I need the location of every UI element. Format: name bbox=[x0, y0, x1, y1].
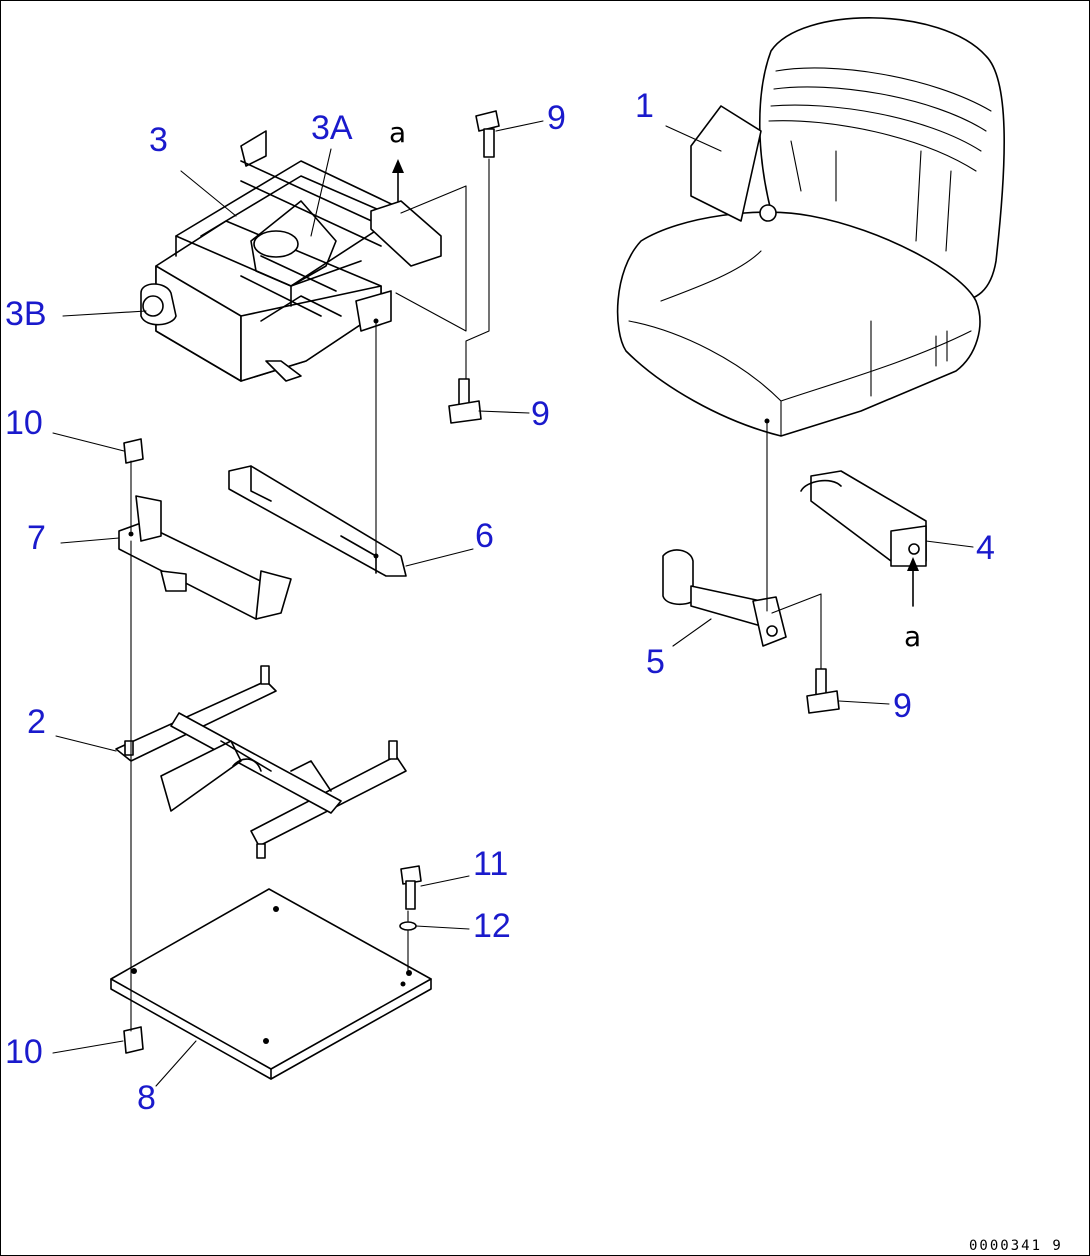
reference-letter-right: a bbox=[904, 620, 922, 653]
callout-bracket-7: 7 bbox=[27, 519, 46, 557]
callout-bolt-9-right: 9 bbox=[893, 687, 912, 725]
callout-bolt-11: 11 bbox=[473, 845, 509, 883]
callout-seat: 1 bbox=[635, 87, 654, 125]
callout-suspension-3a: 3A bbox=[311, 109, 353, 147]
bolt-9-mid-part bbox=[448, 378, 482, 424]
mounting-plate-8-part bbox=[110, 888, 432, 1080]
callout-suspension: 3 bbox=[149, 121, 168, 159]
assembly-lines bbox=[130, 158, 822, 1032]
bracket-5-part bbox=[662, 549, 787, 647]
bracket-7-part bbox=[118, 495, 292, 620]
slide-rail-2-part bbox=[115, 665, 407, 859]
reference-letter-top: a bbox=[389, 116, 407, 149]
bolt-11-part bbox=[400, 865, 422, 910]
callout-washer-12: 12 bbox=[473, 907, 511, 945]
callout-bolt-9-top: 9 bbox=[547, 99, 566, 137]
drawing-code: 0000341 9 bbox=[969, 1238, 1063, 1254]
bolt-9-right-part bbox=[806, 668, 840, 714]
callout-bracket-6: 6 bbox=[475, 517, 494, 555]
callout-suspension-3b: 3B bbox=[5, 295, 47, 333]
washer-12-part bbox=[399, 921, 417, 931]
callout-bracket-4: 4 bbox=[976, 529, 995, 567]
callout-bracket-5: 5 bbox=[646, 643, 665, 681]
callout-nut-10-bottom: 10 bbox=[5, 1033, 43, 1071]
bolt-9-top-part bbox=[475, 110, 500, 158]
callout-slide-rail: 2 bbox=[27, 703, 46, 741]
callout-bolt-9-mid: 9 bbox=[531, 395, 550, 433]
leader-lines bbox=[52, 120, 974, 1087]
nut-10-top-part bbox=[123, 438, 144, 464]
reference-arrow-right bbox=[907, 557, 919, 607]
suspension-part bbox=[140, 130, 442, 382]
nut-10-bottom-part bbox=[123, 1026, 144, 1054]
bracket-4-part bbox=[800, 470, 927, 567]
bracket-6-part bbox=[228, 465, 407, 577]
seat-part bbox=[616, 17, 1005, 437]
reference-arrow-top bbox=[392, 159, 404, 202]
callout-plate: 8 bbox=[137, 1079, 156, 1117]
callout-nut-10-top: 10 bbox=[5, 404, 43, 442]
